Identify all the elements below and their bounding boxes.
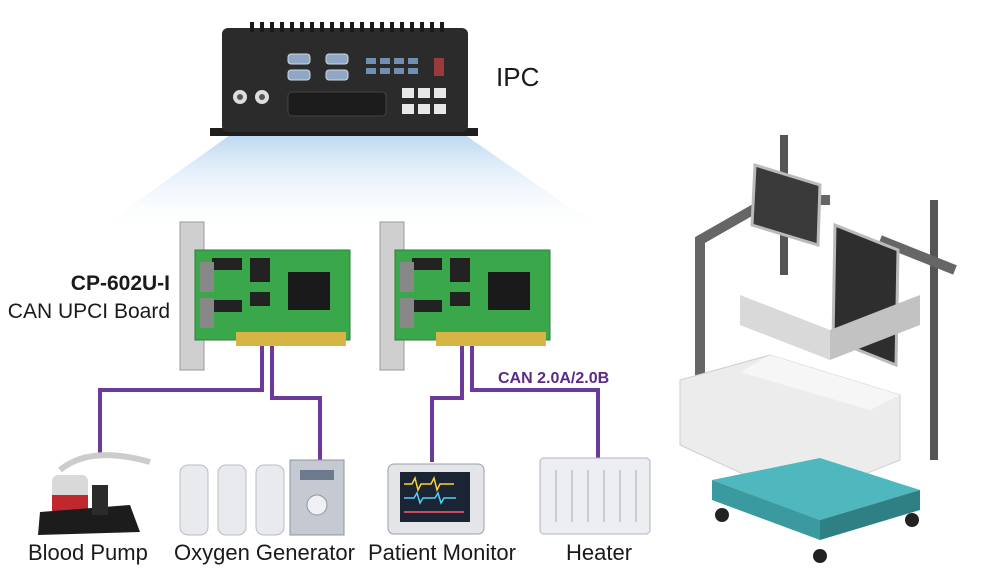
medical-cart-illustration — [679, 135, 957, 563]
ipc-beam — [90, 135, 610, 235]
board-model-label: CP-602U-I — [70, 272, 170, 295]
can-board-left — [179, 221, 351, 371]
ipc-device — [210, 22, 478, 136]
can-bus-label: CAN 2.0A/2.0B — [498, 370, 610, 387]
device-label-patient-monitor: Patient Monitor — [368, 540, 516, 565]
ipc-label: IPC — [496, 62, 540, 92]
device-label-oxygen-generator: Oxygen Generator — [174, 540, 355, 565]
oxygen-generator-device — [179, 459, 345, 536]
device-label-blood-pump: Blood Pump — [28, 540, 148, 565]
can-board-right — [379, 221, 551, 371]
can-bus-wiring — [98, 342, 600, 462]
blood-pump-device — [38, 452, 151, 535]
heater-device — [539, 457, 651, 535]
patient-monitor-device — [387, 463, 485, 535]
device-label-heater: Heater — [566, 540, 633, 565]
board-description-label: CAN UPCI Board — [7, 300, 170, 323]
